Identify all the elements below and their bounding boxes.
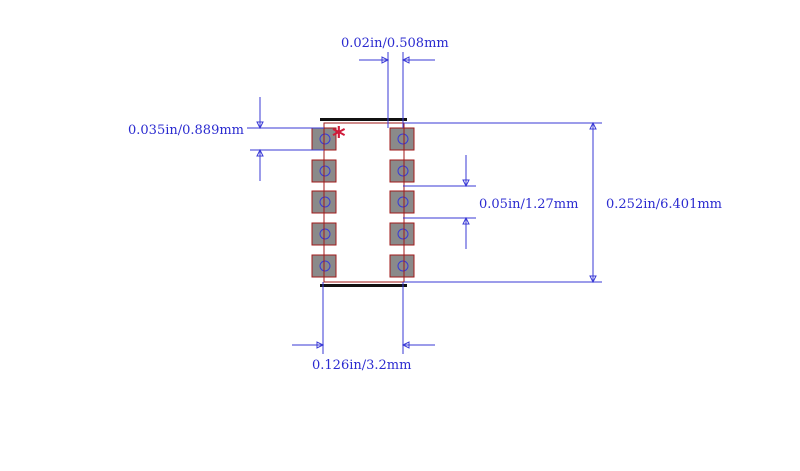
right-pads	[389, 127, 415, 278]
lead-circles	[319, 133, 409, 272]
pad-7	[389, 222, 415, 246]
pad-10	[389, 127, 415, 151]
pitch-label: 0.05in/1.27mm	[479, 197, 578, 212]
overall-height-label: 0.252in/6.401mm	[606, 197, 722, 212]
lead-width-label: 0.02in/0.508mm	[341, 36, 449, 51]
pad-6	[389, 254, 415, 278]
dimension-lines	[247, 52, 602, 354]
left-pads	[311, 127, 337, 278]
pad-length-label: 0.035in/0.889mm	[128, 123, 244, 138]
body-width-label: 0.126in/3.2mm	[312, 358, 411, 373]
body-outline	[323, 122, 405, 283]
pad-9	[389, 159, 415, 183]
pin-one-marker: *	[332, 122, 346, 152]
pad-8	[389, 190, 415, 214]
